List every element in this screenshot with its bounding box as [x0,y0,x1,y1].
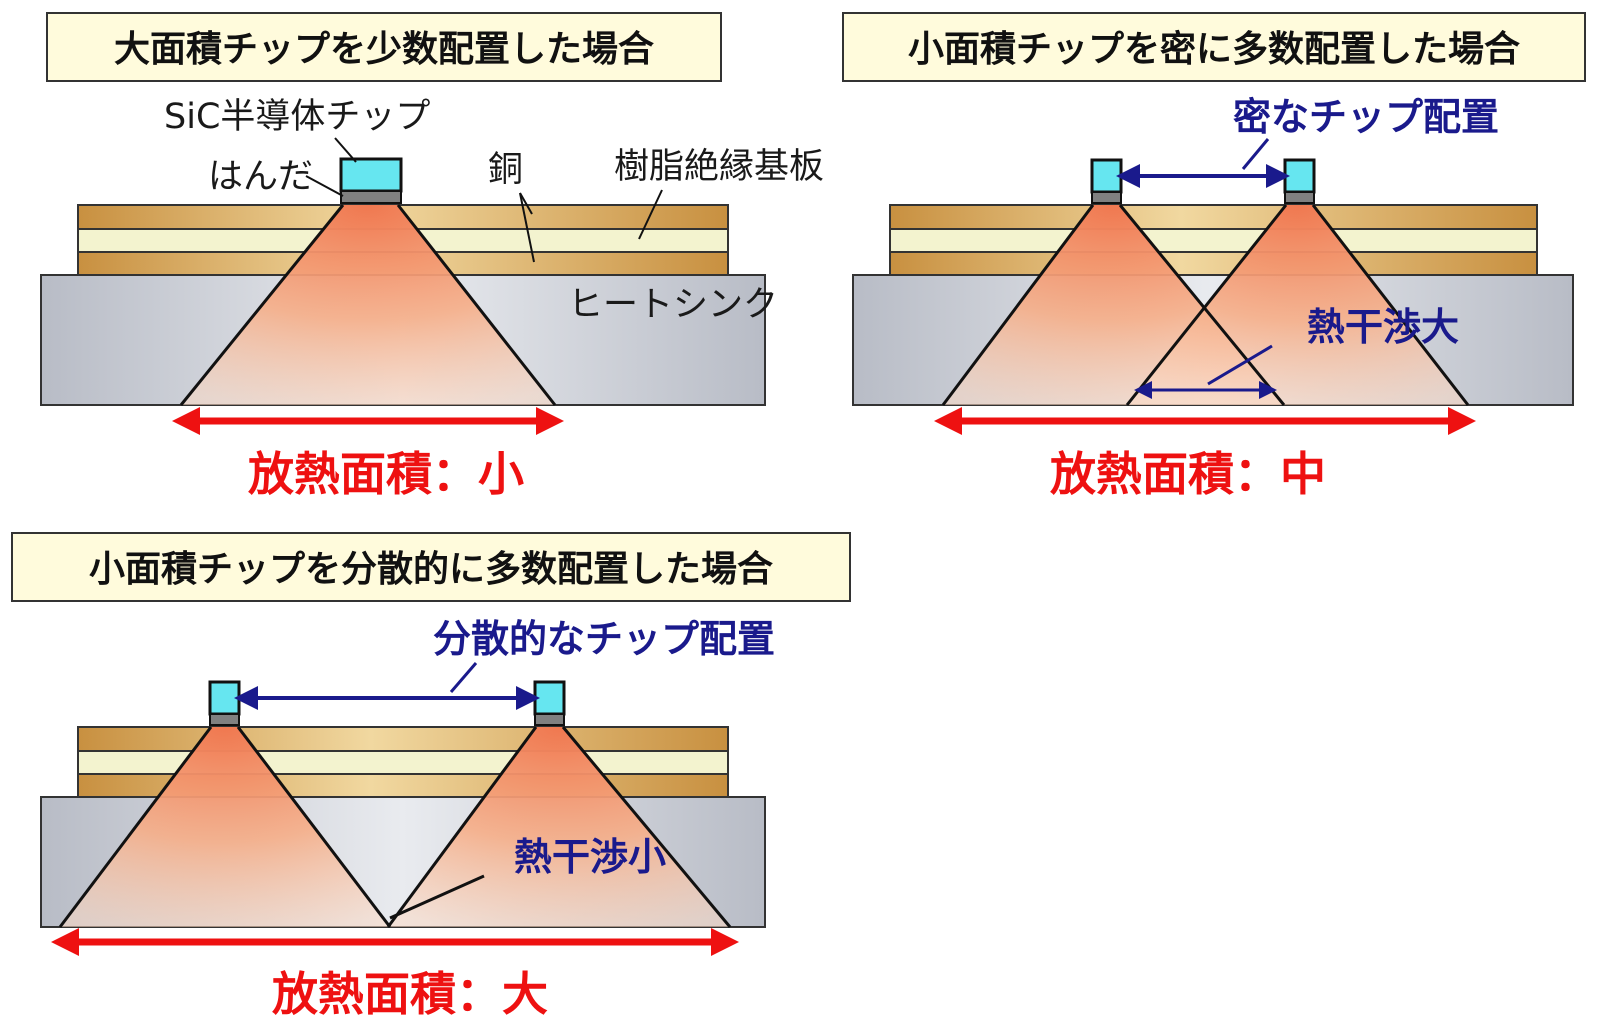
panel3-title-box [11,532,851,602]
heat-edge [236,726,392,928]
label-resin-substrate: 樹脂絶縁基板 [614,147,824,187]
heat-edge [941,204,1095,406]
heat-edge [561,726,732,928]
leader-interference [1207,344,1273,386]
heat-spread-edge-right [396,204,557,406]
resin-insulating-substrate [889,228,1538,253]
distributed-chip-placement-label: 分散的なチップ配置 [433,617,775,661]
panel2-title: 小面積チップを密に多数配置した場合 [908,28,1520,70]
leader-interference [389,874,485,920]
sic-chip-left [1090,158,1123,194]
heat-dissipation-area-label: 放熱面積：中 [1050,447,1326,501]
heat-edge [58,726,213,928]
copper-layer-top [889,204,1538,230]
panel3-title: 小面積チップを分散的に多数配置した場合 [89,549,773,590]
heat-dissipation-area-label: 放熱面積：大 [272,967,548,1021]
panel-dense-small-chips: 小面積チップを密に多数配置した場合 密なチップ配置 熱干渉大 放熱面積：中 [842,12,1586,501]
solder-layer-right [534,713,565,726]
leader-copper-bottom [519,192,535,263]
panel1-title-box [46,12,722,82]
heat-dissipation-area-label: 放熱面積：小 [248,447,524,501]
panel1-title: 大面積チップを少数配置した場合 [114,29,654,70]
heat-edge [1311,204,1470,406]
leader-spacing [1241,138,1270,170]
resin-insulating-substrate [77,750,729,775]
solder-layer-left [1091,191,1122,204]
solder-layer [340,190,402,204]
thermal-interference-large-label: 熱干渉大 [1307,305,1459,349]
copper-layer-bottom [889,251,1538,276]
heat-edge [1118,204,1286,406]
copper-layer-top [77,726,729,752]
leader-chip [334,137,357,163]
label-sic-chip: SiC半導体チップ [164,97,430,137]
leader-copper-top [519,192,533,215]
heat-spread-cone-right [1127,205,1468,405]
thermal-interference-small-label: 熱干渉小 [514,835,666,879]
leader-solder [305,175,344,197]
heat-spread-edge-left [179,204,345,406]
sic-chip [339,157,403,193]
label-heatsink: ヒートシンク [568,285,778,325]
label-copper: 銅 [488,150,523,190]
solder-layer-left [209,713,240,726]
sic-chip-left [208,680,241,716]
solder-layer-right [1284,191,1315,204]
panel-distributed-small-chips: 小面積チップを分散的に多数配置した場合 分散的なチップ配置 熱干渉小 放熱面積：… [11,532,851,1021]
heat-spread-cone [181,205,555,405]
panel2-title-box [842,12,1586,82]
panel-large-chip: 大面積チップを少数配置した場合 SiC半導体チップ はんだ 銅 樹脂絶縁基板 ヒ… [40,12,824,501]
heat-edge [386,726,538,928]
heat-spread-cone-left [60,727,390,927]
leader-resin [638,189,663,240]
label-solder: はんだ [208,157,313,197]
leader-spacing [449,662,478,693]
heat-spread-cone-right [388,727,730,927]
heat-edge [1125,204,1288,406]
dense-chip-placement-label: 密なチップ配置 [1233,95,1499,139]
sic-chip-right [533,680,566,716]
sic-chip-right [1283,158,1316,194]
